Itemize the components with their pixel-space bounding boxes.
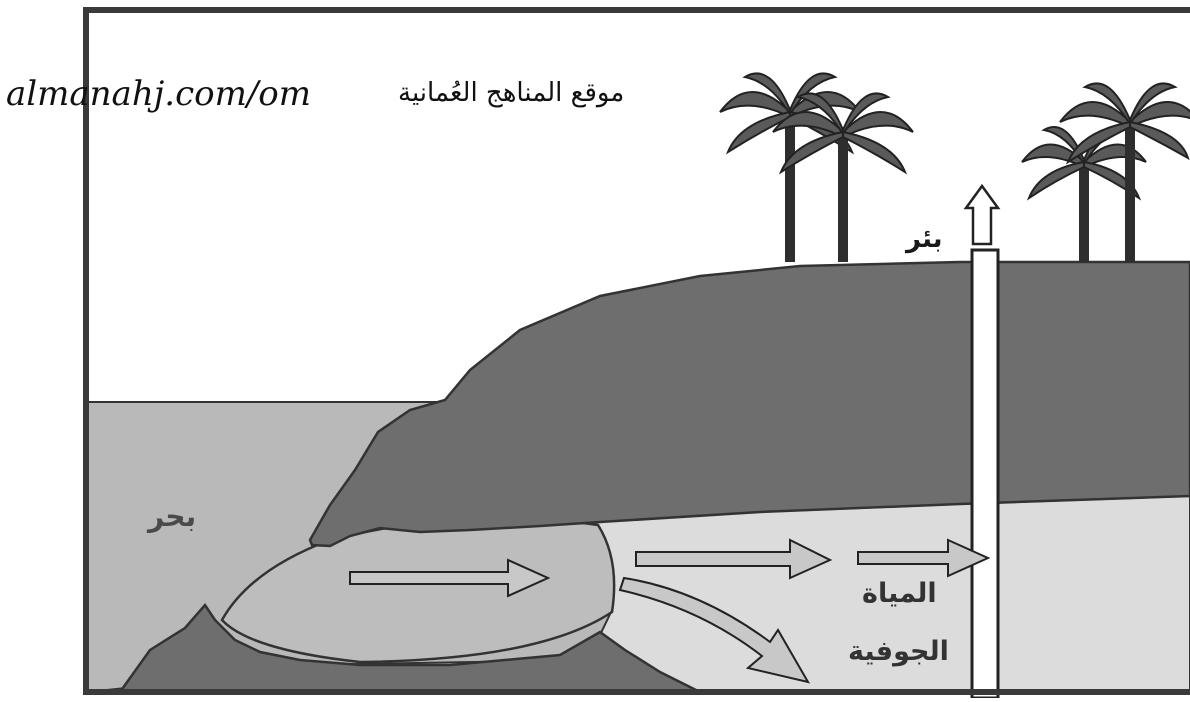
palm-tree-icon — [772, 92, 914, 262]
well-shaft — [970, 248, 1000, 700]
watermark-site-name: موقع المناهج العُمانية — [398, 78, 625, 108]
land-mass — [308, 260, 1190, 548]
label-sea: بحر — [148, 500, 197, 533]
watermark-site: almanahj.com/om — [6, 74, 311, 114]
up-arrow-icon — [963, 183, 1001, 246]
label-groundwater-line2: الجوفية — [848, 636, 949, 667]
palm-tree-icon — [1059, 82, 1190, 262]
label-well: بئر — [906, 224, 943, 254]
frame — [83, 7, 1190, 695]
label-groundwater-line1: المياة — [862, 578, 937, 609]
rock-formation — [117, 602, 701, 694]
flow-arrow-icon — [349, 538, 991, 684]
